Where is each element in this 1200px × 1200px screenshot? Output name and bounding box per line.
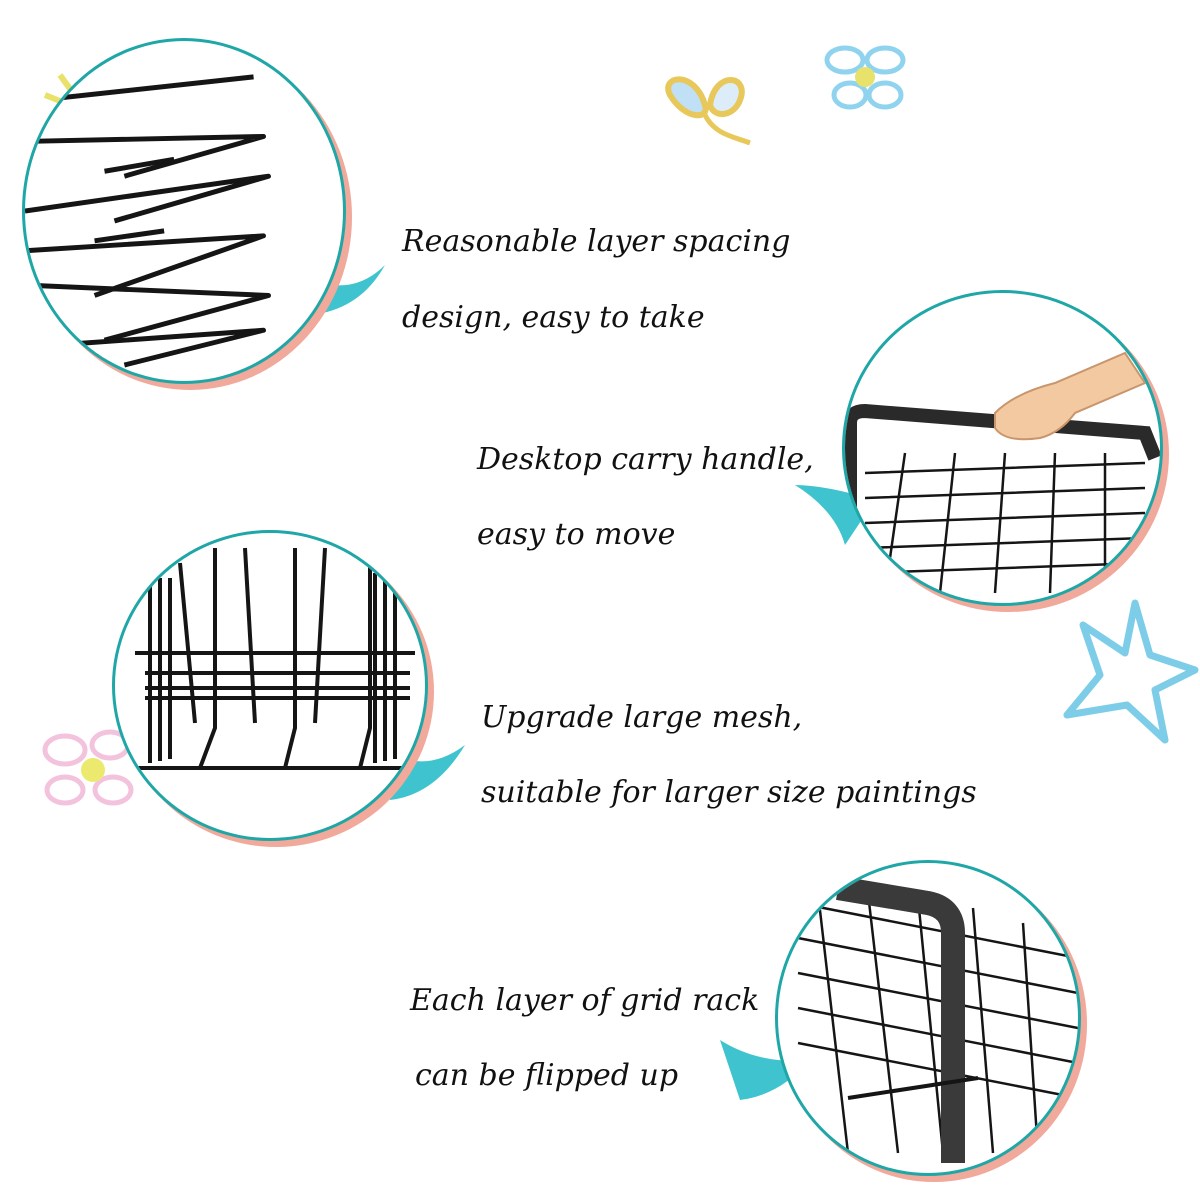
butterfly-doodle-icon bbox=[665, 76, 751, 146]
feature-caption-1-line1: Reasonable layer spacing bbox=[402, 224, 791, 259]
star-doodle-icon bbox=[1063, 599, 1199, 744]
feature-caption-3-line2: suitable for larger size paintings bbox=[481, 775, 977, 810]
carry-handle-image bbox=[845, 351, 1160, 594]
detail-circle-large-mesh bbox=[112, 530, 428, 841]
speech-tail bbox=[720, 1040, 810, 1100]
feature-caption-2-line2: easy to move bbox=[477, 517, 676, 552]
detail-circle-flip-up bbox=[775, 860, 1081, 1176]
feature-caption-1-line2: design, easy to take bbox=[402, 300, 705, 335]
wire-layers-image bbox=[25, 74, 271, 368]
speech-tail bbox=[385, 745, 465, 800]
feature-caption-2-line1: Desktop carry handle, bbox=[477, 442, 814, 477]
flip-up-layers-image bbox=[797, 876, 1078, 1163]
feature-caption-4-line2: can be flipped up bbox=[415, 1058, 679, 1093]
flower-doodle-icon bbox=[42, 729, 134, 806]
detail-circle-carry-handle bbox=[842, 290, 1163, 606]
detail-circle-layer-spacing bbox=[22, 38, 346, 384]
feature-caption-3-line1: Upgrade large mesh, bbox=[481, 700, 803, 735]
flower-doodle-icon bbox=[824, 45, 906, 110]
feature-caption-4-line1: Each layer of grid rack bbox=[410, 983, 760, 1018]
large-mesh-image bbox=[135, 547, 415, 770]
